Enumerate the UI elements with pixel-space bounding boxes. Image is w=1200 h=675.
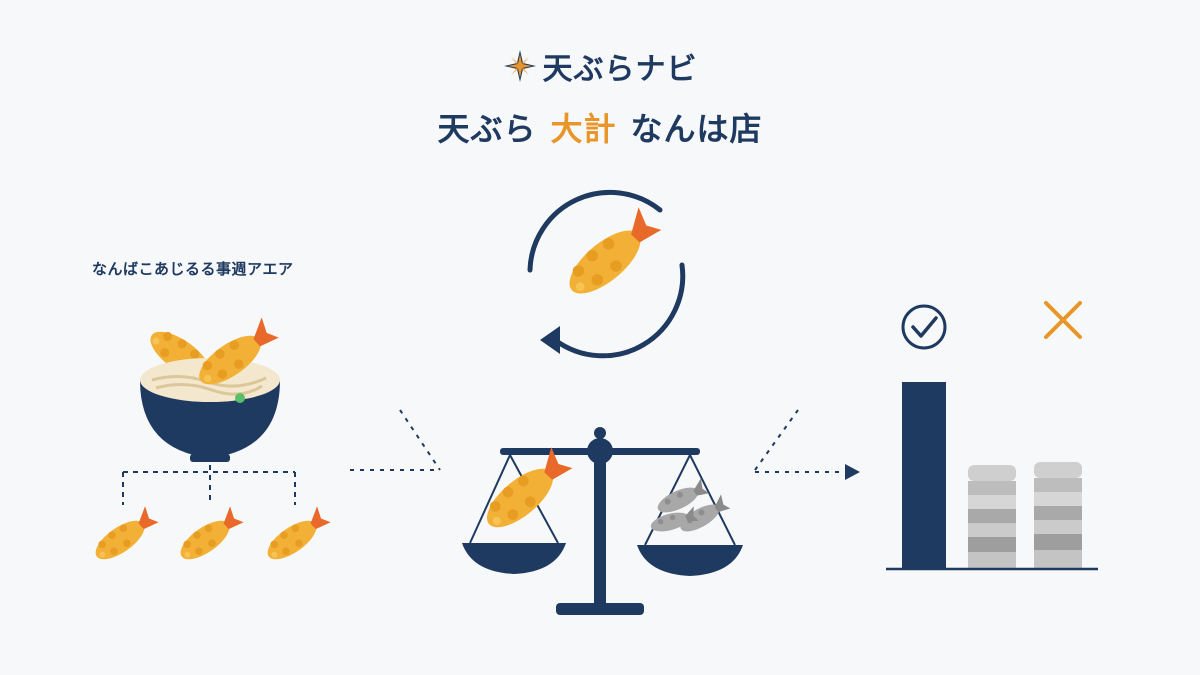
result-comparison	[886, 301, 1098, 571]
page-title: 天ぶら大計なんは店	[0, 104, 1200, 150]
flow-connector-right	[754, 409, 842, 473]
cycle-arrow-top	[527, 189, 663, 273]
single-shrimp-1-icon	[89, 505, 162, 567]
scale-tempura-shrimp-icon	[476, 445, 577, 538]
cycle-arrow-bottom	[552, 262, 686, 359]
tempura-udon-bowl	[140, 315, 283, 462]
flow-arrowhead	[845, 464, 860, 480]
scale-pan-right	[637, 545, 743, 576]
gray-bar-2	[1034, 462, 1082, 568]
gray-bar-1	[968, 465, 1016, 568]
brand-logo: 天ぶらナビ	[0, 44, 1200, 88]
title-accent: 大計	[550, 110, 617, 148]
balance-scale	[462, 427, 743, 615]
brand-name: 天ぶらナビ	[542, 52, 698, 87]
title-part-2: なんは店	[630, 110, 763, 148]
cross-icon	[1044, 301, 1082, 339]
scale-pan-left	[462, 543, 566, 574]
tempura-shrimp-icon	[558, 205, 666, 305]
split-connector	[122, 465, 296, 505]
compass-star-icon	[503, 50, 536, 82]
winning-bar	[902, 382, 946, 568]
bowl-caption: なんばこあじるる事週アエア	[92, 260, 294, 278]
bowl-icon	[140, 380, 280, 458]
check-circle-icon	[901, 304, 947, 350]
title-part-1: 天ぶら	[437, 110, 537, 148]
flow-connector-left	[350, 409, 441, 471]
single-shrimp-2-icon	[174, 505, 247, 567]
cycle-arrowhead	[540, 326, 560, 354]
cycle-diagram	[527, 189, 686, 359]
single-shrimp-3-icon	[261, 505, 334, 567]
